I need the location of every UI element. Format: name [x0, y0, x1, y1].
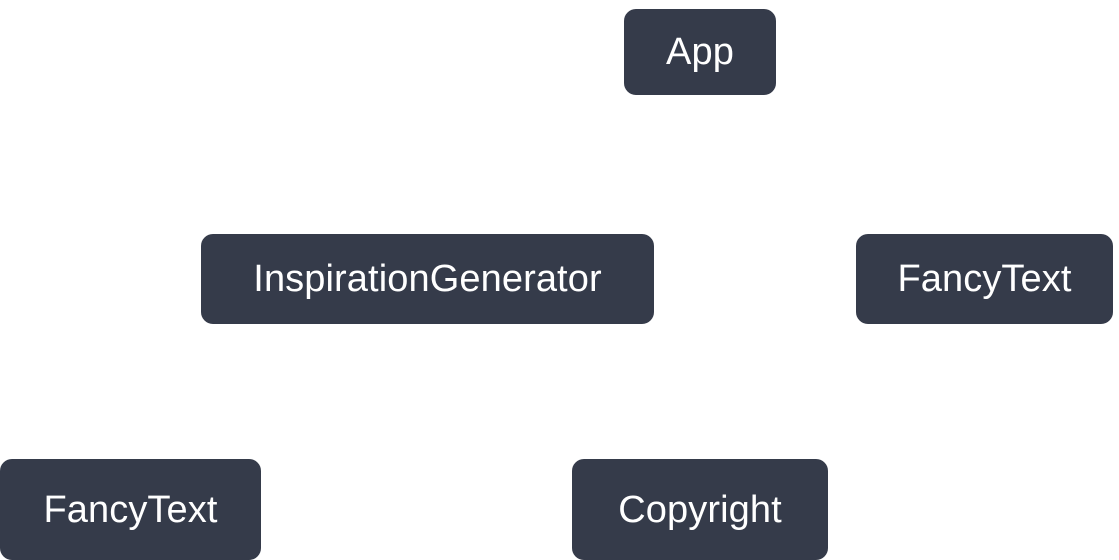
edge-app-tee-right: [698, 160, 790, 170]
edge-app-to-inspgen: [413, 166, 507, 232]
edge-inspgen-to-fancytext: [128, 392, 215, 457]
edge-label-inspirationgenerator-to-copyright: renders: [521, 379, 611, 409]
node-app[interactable]: App: [620, 5, 780, 99]
edge-label-app-to-inspirationgenerator: renders: [513, 153, 603, 183]
edge-inspgen-tee-right: [413, 386, 502, 396]
edge-app-tee-left: [610, 160, 702, 170]
node-copyright[interactable]: Copyright: [568, 455, 832, 560]
node-inspirationgenerator-label: InspirationGenerator: [253, 258, 602, 300]
edge-inspgen-tee-left-stem: [407, 386, 417, 396]
edge-app-to-fancytext: [917, 166, 986, 232]
node-fancytext-right[interactable]: FancyText: [852, 230, 1117, 328]
node-copyright-label: Copyright: [618, 488, 782, 531]
node-inspirationgenerator[interactable]: InspirationGenerator: [197, 230, 658, 328]
edge-label-app-to-fancytext: renders: [808, 153, 898, 183]
edge-label-inspirationgenerator-to-fancytext: renders: [228, 379, 318, 409]
node-fancytext-bottom-left-label: FancyText: [43, 488, 218, 531]
node-fancytext-bottom-left[interactable]: FancyText: [0, 455, 265, 560]
node-app-label: App: [666, 31, 734, 73]
node-fancytext-right-label: FancyText: [897, 258, 1072, 300]
edge-inspgen-to-copyright: [628, 392, 701, 457]
